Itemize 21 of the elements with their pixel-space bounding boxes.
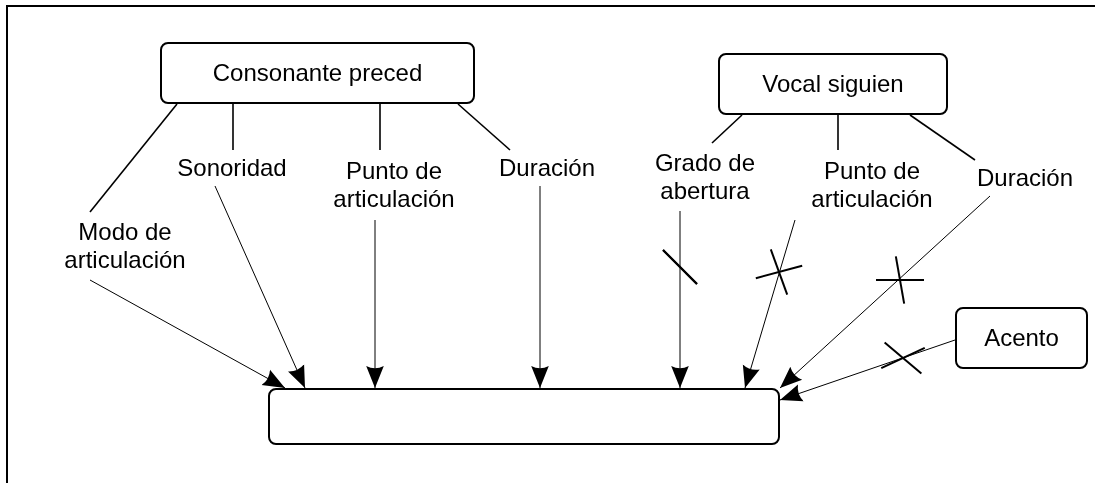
rounded-box (718, 53, 948, 115)
rounded-box (955, 307, 1088, 369)
connector-line (379, 103, 381, 151)
connector-line (909, 114, 976, 161)
empty-box (268, 388, 780, 445)
node-label: Consonante preced (212, 59, 423, 87)
connector-line (711, 114, 743, 144)
connector-line (837, 114, 839, 151)
node-label: Duración (498, 154, 595, 182)
node-label: Punto de articulación (332, 157, 456, 213)
node-label: Grado de abertura (653, 149, 757, 205)
connector-line (232, 103, 234, 151)
node-label: Modo de articulación (63, 218, 187, 274)
node-label: Sonoridad (177, 154, 287, 182)
node-label: Acento (984, 324, 1059, 352)
connector-line (89, 103, 178, 213)
connector-line (457, 103, 511, 151)
rounded-box (160, 42, 475, 104)
node-label: Duración (976, 164, 1073, 192)
node-label: Vocal siguien (762, 70, 904, 98)
node-label: Punto de articulación (810, 157, 934, 213)
